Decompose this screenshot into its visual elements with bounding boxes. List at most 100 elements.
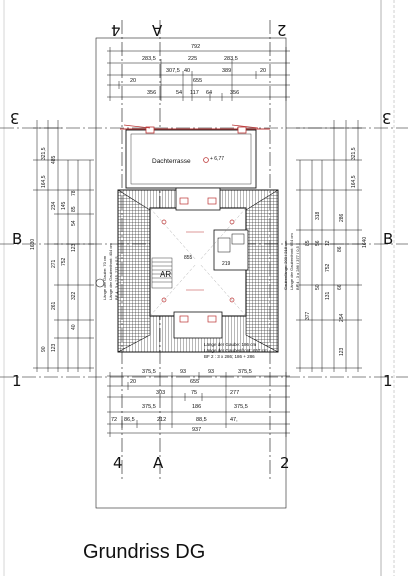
dim-left-234: 234 (51, 201, 57, 210)
note-right-3: BF 4 : 3 x 286 / 377 / 0,5 (295, 246, 300, 290)
axis-label-right-top: 3 (382, 109, 392, 127)
room-area-219: 219 (222, 261, 231, 267)
dim-bottom-212: 212 (157, 417, 167, 423)
dim-bottom-277: 277 (230, 390, 240, 396)
dim-top-40: 40 (184, 68, 191, 74)
dim-top-307-5: 307,5 (166, 68, 180, 74)
dim-right-1640: 1640 (362, 236, 368, 248)
dim-right-752: 752 (325, 263, 331, 272)
left-dimension-chains (33, 120, 94, 372)
dim-bottom-88-5: 88,5 (196, 417, 207, 423)
dim-bottom-93-b: 93 (208, 369, 215, 375)
dim-right-318: 318 (315, 211, 321, 220)
dim-bottom-303: 303 (156, 390, 166, 396)
dim-bottom-75: 75 (191, 390, 198, 396)
dim-bottom-93-a: 93 (180, 369, 187, 375)
note-left-1: Länge der Gaube: 70 cm (102, 255, 107, 300)
dim-left-485: 485 (51, 155, 57, 164)
dim-left-1630: 1630 (30, 238, 36, 250)
dim-top-20b: 20 (130, 78, 137, 84)
axis-label-right-bottom: 1 (383, 372, 393, 390)
axis-label-top-mid: A (152, 21, 163, 39)
dim-top-225: 225 (188, 56, 198, 62)
axis-label-left-mid: B (12, 230, 23, 248)
dim-left-145: 145 (61, 201, 67, 210)
dim-left-164-5: 164,5 (41, 175, 47, 188)
dim-right-254: 254 (339, 313, 345, 322)
note-left-2: Länge der Gaubenfront: 404 cm (108, 243, 113, 300)
dim-left-321-5: 321,5 (41, 147, 47, 160)
dim-right-286: 286 (339, 213, 345, 222)
dim-left-261: 261 (51, 301, 57, 310)
dim-bottom-86-5: 86,5 (124, 417, 135, 423)
room-tag-circle (95, 278, 105, 288)
axis-label-top-left: 4 (111, 21, 121, 39)
axis-label-bottom-right: 2 (280, 454, 290, 472)
dim-left-40: 40 (71, 324, 77, 330)
note-right-2: Länge der Gaubenfront: 654 cm (289, 233, 294, 290)
sheet-border (95, 37, 287, 509)
dim-bottom-937: 937 (192, 427, 202, 433)
dim-top-792: 792 (191, 44, 201, 50)
dim-right-50: 50 (315, 284, 321, 290)
axis-label-left-bottom: 1 (12, 372, 22, 390)
axis-label-left-top: 3 (10, 109, 20, 127)
dim-left-90: 90 (41, 346, 47, 352)
note-right-1: Gaubenlänge: 200 / 218 cm (283, 240, 288, 290)
dim-bottom-20: 20 (130, 379, 137, 385)
dim-top-64: 64 (206, 90, 213, 96)
dim-top-54: 54 (176, 90, 183, 96)
dim-right-321-5: 321,5 (351, 147, 357, 160)
dim-top-356-b: 356 (230, 90, 240, 96)
dim-bottom-655: 655 (190, 379, 200, 385)
dim-right-12: 12 (325, 240, 331, 246)
dim-bottom-72: 72 (111, 417, 118, 423)
dim-bottom-375-5-b: 375,5 (238, 369, 252, 375)
roof-terrace (120, 124, 270, 189)
dim-top-283-5-a: 283,5 (142, 56, 156, 62)
dim-right-85: 85 (305, 240, 311, 246)
roof-plan (117, 187, 279, 353)
dim-right-123: 123 (339, 347, 345, 356)
dim-right-56: 56 (315, 240, 321, 246)
dim-bottom-186: 186 (192, 404, 202, 410)
dim-bottom-47: 47, (230, 417, 238, 423)
axis-label-bottom-mid: A (153, 454, 164, 472)
staircase (151, 257, 173, 289)
dim-top-20: 20 (260, 68, 267, 74)
dim-right-86: 86 (337, 246, 343, 252)
dim-left-123-b: 123 (51, 343, 57, 352)
dim-right-66: 66 (337, 284, 343, 290)
dim-left-85: 85 (71, 206, 77, 212)
axis-label-right-mid: B (383, 230, 394, 248)
dim-right-164-5: 164,5 (351, 175, 357, 188)
dormer-top (175, 187, 221, 211)
axis-label-bottom-left: 4 (113, 454, 123, 472)
note-bottom-2: Länge der Gaubenfront: 657 cm (204, 348, 268, 353)
dim-left-54: 54 (71, 220, 77, 226)
room-area-855: 855 (184, 255, 193, 261)
dim-left-271: 271 (51, 259, 57, 268)
dim-bottom-375-5-d: 375,5 (234, 404, 248, 410)
dim-bottom-375-5-a: 375,5 (142, 369, 156, 375)
dim-left-123-a: 123 (71, 243, 77, 252)
axis-label-top-right: 2 (277, 21, 287, 39)
dormer-right (213, 229, 249, 271)
right-dimension-chains (296, 120, 362, 372)
dim-top-117: 117 (190, 90, 199, 96)
dim-right-131: 131 (325, 291, 331, 300)
terrace-level: + 6,77 (210, 156, 225, 162)
dim-top-655: 655 (193, 78, 203, 84)
plan-title: Grundriss DG (83, 541, 206, 563)
note-bottom-1: Länge der Gaube: 186 cm (204, 342, 257, 347)
bottom-dimension-chains (107, 372, 290, 437)
note-bottom-3: BF 2 : 3 x 286; 186 + 286 (204, 354, 255, 359)
dim-right-377: 377 (305, 311, 311, 320)
top-dimension-chains (107, 47, 290, 101)
dim-left-322: 322 (71, 291, 77, 300)
dim-top-283-5-b: 283,5 (224, 56, 238, 62)
room-label-ar: AR (160, 270, 172, 279)
terrace-label: Dachterrasse (152, 158, 191, 165)
dim-left-78: 78 (71, 190, 77, 196)
